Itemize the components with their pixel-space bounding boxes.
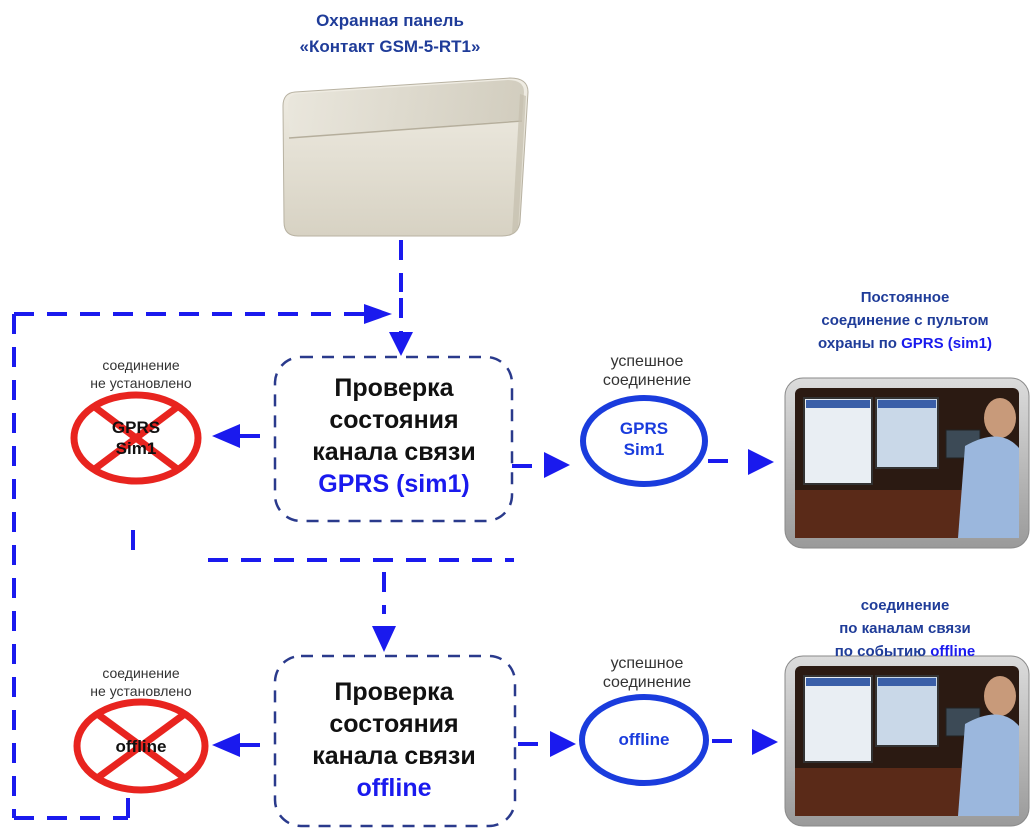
arrow-down-into-offline-check bbox=[372, 626, 396, 652]
gprs-caption-line2: соединение с пультом bbox=[821, 312, 989, 329]
arrow-right-to-gprs-console bbox=[748, 449, 774, 475]
gprs-permanent-connection-caption: Постоянное соединение с пультом охраны п… bbox=[780, 286, 1030, 355]
panel-title-line1: Охранная панель bbox=[316, 11, 464, 30]
arrow-right-to-offline-console bbox=[752, 729, 778, 755]
arrow-down-into-gprs-check bbox=[389, 332, 413, 356]
arrow-right-to-offline-oval bbox=[550, 731, 576, 757]
arrow-right-to-gprs-oval bbox=[544, 452, 570, 478]
arrow-right-top-loop bbox=[364, 304, 392, 324]
gprs-check-box bbox=[273, 355, 514, 523]
gprs-check-text: Проверка состояния канала связи GPRS (si… bbox=[278, 372, 510, 500]
gprs-fail-label-line2: не установлено bbox=[90, 375, 192, 391]
offline-success-label-line1: успешное bbox=[610, 655, 684, 672]
gprs-success-label-line1: успешное bbox=[610, 353, 684, 370]
gprs-caption-line1: Постоянное bbox=[860, 289, 950, 306]
offline-caption-line1: соединение bbox=[860, 597, 950, 614]
offline-check-line1: Проверка bbox=[334, 678, 454, 706]
offline-connection-caption: соединение по каналам связи по событию o… bbox=[790, 594, 1020, 663]
gprs-check-line3: канала связи bbox=[312, 438, 476, 466]
gprs-oval-text: GPRS Sim1 bbox=[594, 418, 694, 460]
gprs-oval-line2: Sim1 bbox=[623, 440, 665, 459]
offline-caption-highlight: offline bbox=[930, 643, 976, 660]
offline-fail-oval-text: offline bbox=[91, 736, 191, 757]
panel-title-line2: «Контакт GSM-5-RT1» bbox=[299, 37, 481, 56]
offline-fail-label-line2: не установлено bbox=[90, 683, 192, 699]
offline-oval-line1: offline bbox=[618, 730, 670, 749]
gprs-operator-console-image bbox=[784, 377, 1030, 549]
gprs-fail-oval bbox=[70, 391, 202, 485]
gprs-caption-highlight: GPRS (sim1) bbox=[901, 335, 992, 352]
offline-fail-label: соединение не установлено bbox=[66, 664, 216, 700]
gprs-success-oval bbox=[580, 395, 708, 487]
offline-fail-label-line1: соединение bbox=[102, 665, 180, 681]
offline-caption-line2: по каналам связи bbox=[839, 620, 971, 637]
gprs-fail-oval-line1: GPRS bbox=[111, 418, 161, 437]
arrow-left-to-gprs-fail bbox=[212, 424, 240, 448]
offline-check-text: Проверка состояния канала связи offline bbox=[278, 676, 510, 804]
gprs-check-line2: состояния bbox=[329, 406, 459, 434]
flow-arrowheads bbox=[212, 304, 778, 757]
gprs-fail-label-line1: соединение bbox=[102, 357, 180, 373]
offline-success-oval bbox=[579, 694, 709, 786]
offline-check-line2: состояния bbox=[329, 710, 459, 738]
offline-success-label: успешное соединение bbox=[572, 654, 722, 692]
gprs-success-label: успешное соединение bbox=[572, 352, 722, 390]
offline-fail-oval-line1: offline bbox=[115, 737, 167, 756]
gprs-check-line4: GPRS (sim1) bbox=[318, 470, 470, 498]
gprs-success-label-line2: соединение bbox=[602, 372, 692, 389]
offline-check-box bbox=[273, 654, 517, 828]
offline-caption-line3: по событию bbox=[834, 643, 931, 660]
offline-check-line3: канала связи bbox=[312, 742, 476, 770]
gprs-check-line1: Проверка bbox=[334, 374, 454, 402]
gprs-fail-label: соединение не установлено bbox=[66, 356, 216, 392]
offline-oval-text: offline bbox=[594, 729, 694, 750]
gprs-fail-oval-text: GPRS Sim1 bbox=[86, 417, 186, 459]
gprs-fail-oval-line2: Sim1 bbox=[115, 439, 157, 458]
gprs-oval-line1: GPRS bbox=[619, 419, 669, 438]
panel-title: Охранная панель «Контакт GSM-5-RT1» bbox=[250, 8, 530, 60]
offline-operator-console-image bbox=[784, 655, 1030, 827]
offline-check-line4: offline bbox=[356, 774, 432, 802]
offline-success-label-line2: соединение bbox=[602, 674, 692, 691]
arrow-left-to-offline-fail bbox=[212, 733, 240, 757]
security-panel-device-image bbox=[282, 77, 529, 237]
flow-lines bbox=[12, 240, 744, 820]
gprs-caption-line3: охраны по bbox=[818, 335, 902, 352]
offline-fail-oval bbox=[73, 698, 209, 794]
